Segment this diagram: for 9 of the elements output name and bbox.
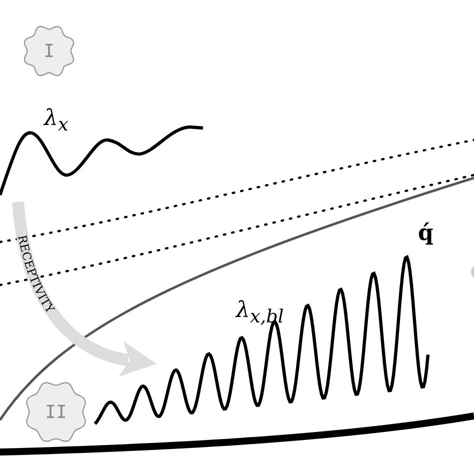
wavelength-symbol: λ$_{x,bl}$ xyxy=(236,300,284,327)
step-number: I xyxy=(44,40,54,62)
step-badge xyxy=(24,380,88,444)
step-badge xyxy=(22,24,76,78)
disturbance-symbol: q́ xyxy=(418,222,434,244)
step-number: II xyxy=(45,402,67,422)
curved-arrow xyxy=(12,201,156,376)
wave-line xyxy=(94,254,430,425)
wavelength-symbol: λ$_{x}$ xyxy=(44,108,68,135)
